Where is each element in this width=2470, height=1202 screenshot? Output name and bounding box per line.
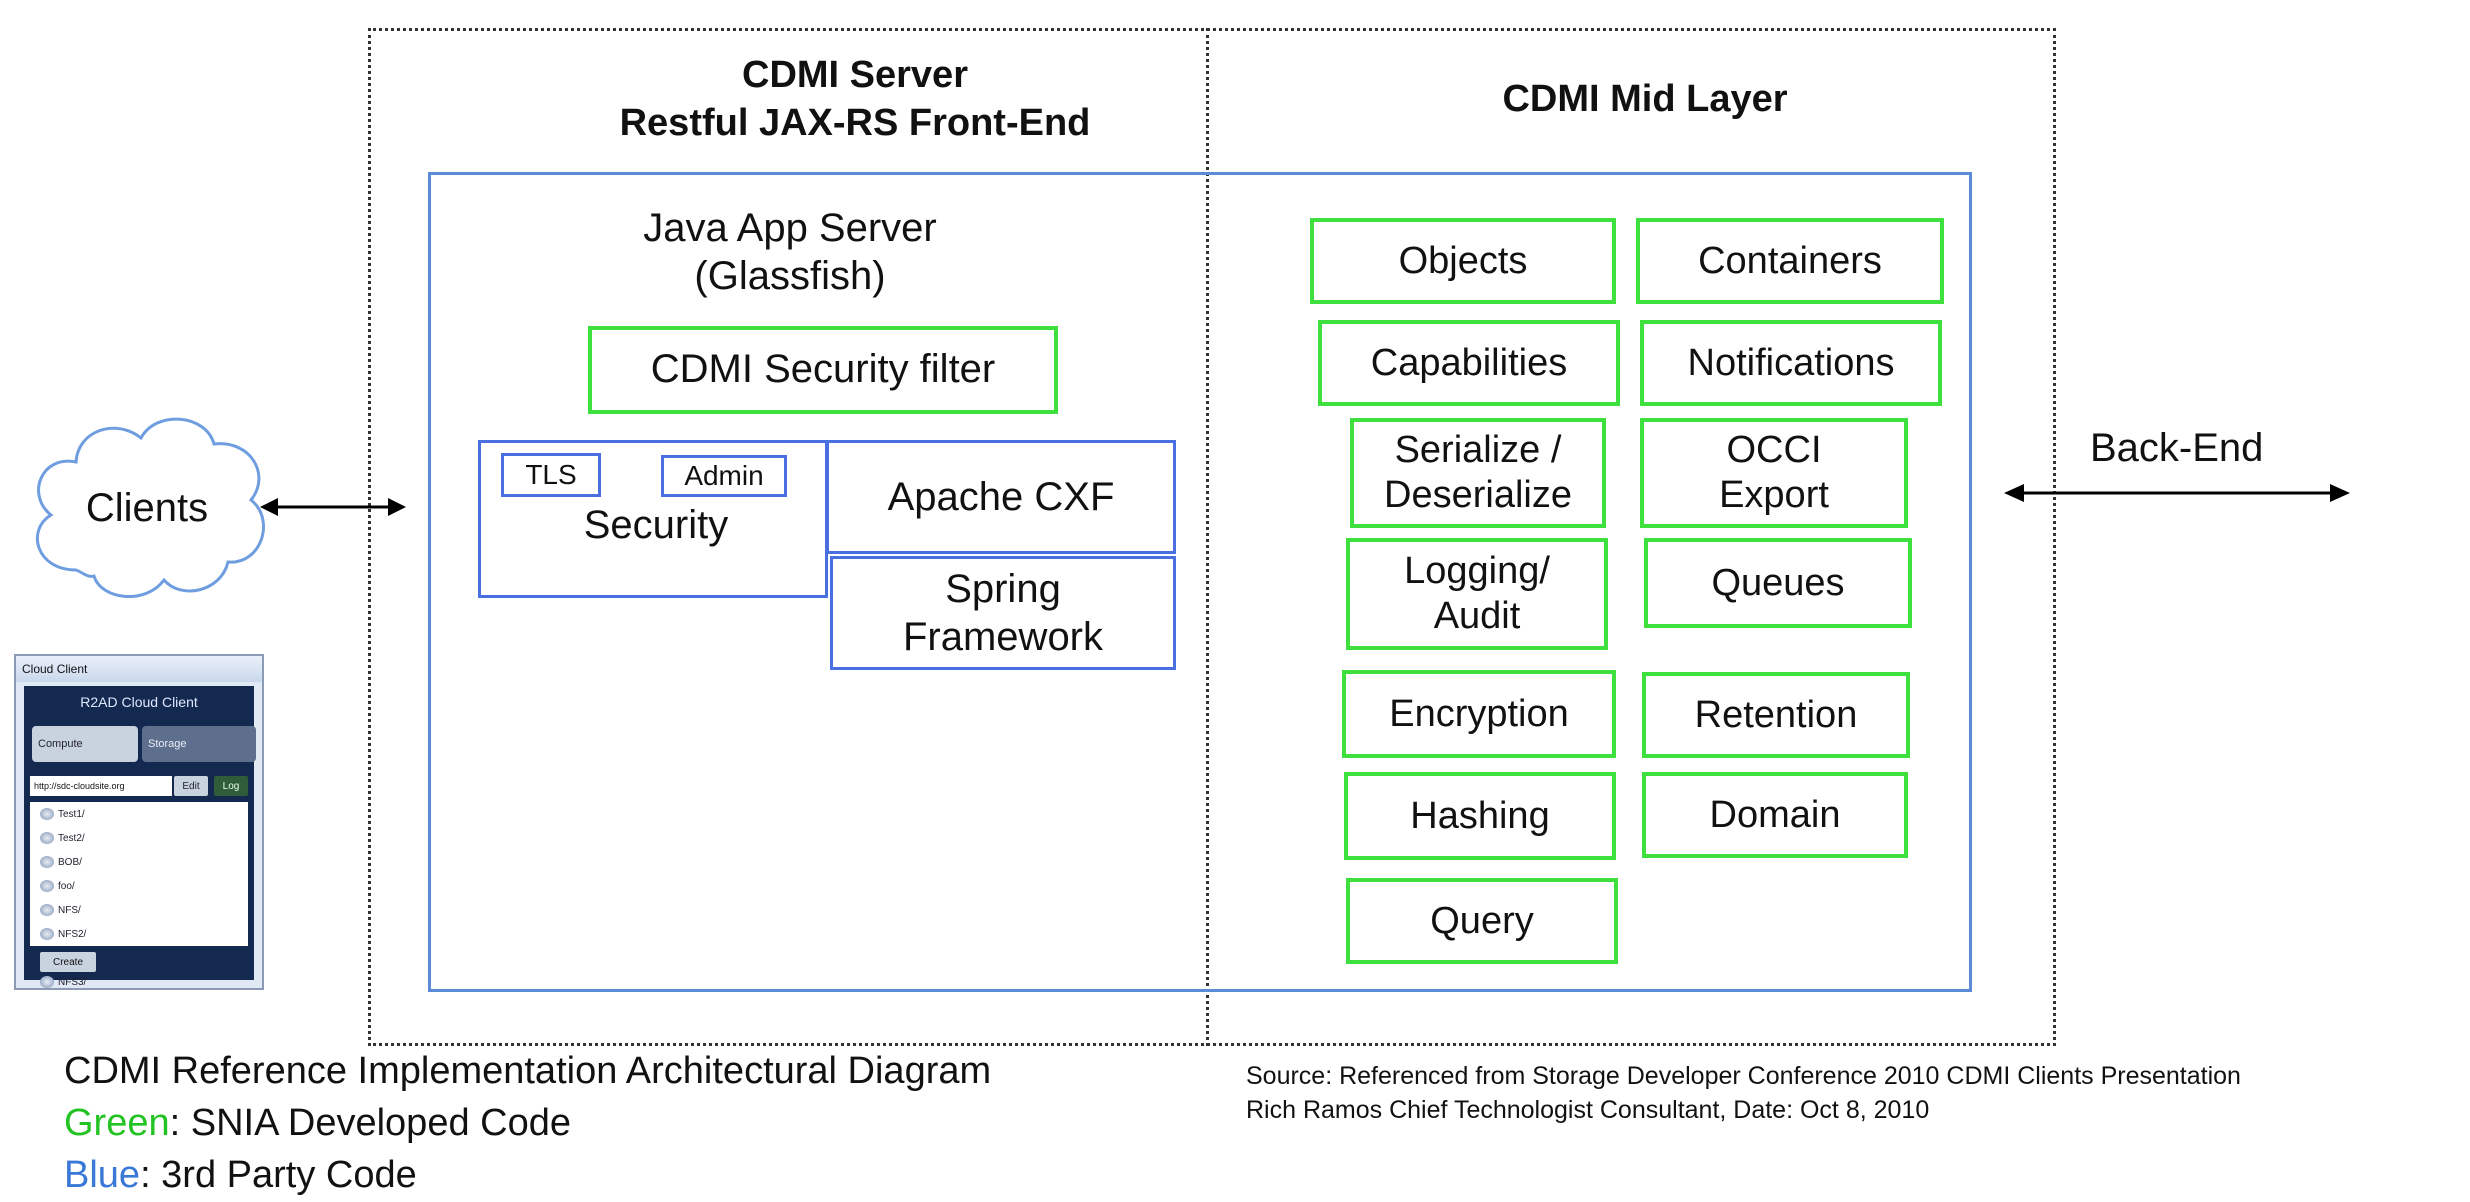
client-tabs: Compute Storage xyxy=(32,726,256,766)
serialize-line2: Deserialize xyxy=(1384,474,1572,516)
containers-label: Containers xyxy=(1698,239,1882,282)
java-app-server-label: Java App Server (Glassfish) xyxy=(560,204,1020,300)
encryption-label: Encryption xyxy=(1389,692,1569,735)
client-arrow-icon xyxy=(260,498,406,516)
spring-framework-box: Spring Framework xyxy=(830,556,1176,670)
cloud-icon xyxy=(35,417,265,599)
tab-storage[interactable]: Storage xyxy=(142,726,256,762)
capabilities-label: Capabilities xyxy=(1370,341,1568,384)
server-heading: CDMI Server Restful JAX-RS Front-End xyxy=(540,52,1170,147)
app-container-box xyxy=(428,172,1972,992)
queues-box: Queues xyxy=(1644,538,1912,628)
domain-label: Domain xyxy=(1709,793,1841,836)
query-box: Query xyxy=(1346,878,1618,964)
notifications-label: Notifications xyxy=(1687,341,1895,384)
legend-blue: Blue: 3rd Party Code xyxy=(64,1154,964,1197)
security-label: Security xyxy=(583,503,729,547)
legend-green-text: : SNIA Developed Code xyxy=(169,1102,571,1144)
list-item[interactable]: NFS2/ xyxy=(30,922,248,946)
objects-label: Objects xyxy=(1398,239,1528,282)
client-app-panel: R2AD Cloud Client Compute Storage http:/… xyxy=(24,686,256,988)
layer-divider xyxy=(1206,28,1209,1046)
domain-box: Domain xyxy=(1642,772,1908,858)
source-line1: Source: Referenced from Storage Develope… xyxy=(1246,1062,2241,1090)
apache-cxf-label: Apache CXF xyxy=(887,475,1115,519)
retention-label: Retention xyxy=(1694,693,1858,736)
hashing-label: Hashing xyxy=(1410,794,1550,837)
containers-box: Containers xyxy=(1636,218,1944,304)
tab-compute[interactable]: Compute xyxy=(32,726,138,762)
serialize-line1: Serialize / xyxy=(1394,429,1562,472)
tls-box: TLS xyxy=(501,453,601,497)
legend-green: Green: SNIA Developed Code xyxy=(64,1102,964,1145)
list-item[interactable]: NFS3/ xyxy=(30,970,248,994)
logging-audit-box: Logging/ Audit xyxy=(1346,538,1608,650)
window-title: Cloud Client xyxy=(22,662,88,676)
queues-label: Queues xyxy=(1711,561,1845,604)
list-item[interactable]: Test2/ xyxy=(30,826,248,850)
list-item[interactable]: foo/ xyxy=(30,874,248,898)
server-title-line1: CDMI Server xyxy=(742,54,968,96)
container-list: Test1/ Test2/ BOB/ foo/ NFS/ NFS2/ null/… xyxy=(30,802,248,988)
serialize-box: Serialize / Deserialize xyxy=(1350,418,1606,528)
create-button[interactable]: Create xyxy=(40,952,96,972)
client-app-title: R2AD Cloud Client xyxy=(80,694,198,710)
edit-button[interactable]: Edit xyxy=(174,776,208,796)
mid-layer-heading: CDMI Mid Layer xyxy=(1502,78,1788,120)
list-item[interactable]: Test1/ xyxy=(30,802,248,826)
retention-box: Retention xyxy=(1642,672,1910,758)
list-item[interactable]: BOB/ xyxy=(30,850,248,874)
logging-line2: Audit xyxy=(1433,595,1521,637)
backend-arrow-icon xyxy=(2004,484,2350,502)
security-box: TLS Admin Security xyxy=(478,440,828,598)
outer-frame xyxy=(368,28,2056,1046)
window-titlebar: Cloud Client xyxy=(16,656,262,682)
clients-label: Clients xyxy=(85,486,209,530)
diagram-title: CDMI Reference Implementation Architectu… xyxy=(64,1050,992,1092)
admin-label: Admin xyxy=(684,460,764,491)
admin-box: Admin xyxy=(661,455,787,497)
java-app-server-line1: Java App Server xyxy=(643,206,937,250)
objects-box: Objects xyxy=(1310,218,1616,304)
encryption-box: Encryption xyxy=(1342,670,1616,758)
tab-compute-label: Compute xyxy=(38,738,83,750)
cloud-client-window: Cloud Client R2AD Cloud Client Compute S… xyxy=(14,654,264,990)
occi-export-box: OCCI Export xyxy=(1640,418,1908,528)
notifications-box: Notifications xyxy=(1640,320,1942,406)
source-note: Source: Referenced from Storage Develope… xyxy=(1246,1060,2466,1128)
log-button[interactable]: Log xyxy=(214,776,248,796)
spring-line2: Framework xyxy=(902,615,1104,659)
tls-label: TLS xyxy=(525,459,577,490)
apache-cxf-box: Apache CXF xyxy=(826,440,1176,554)
legend-green-key: Green xyxy=(64,1102,170,1144)
capabilities-box: Capabilities xyxy=(1318,320,1620,406)
server-title-line2: Restful JAX-RS Front-End xyxy=(619,101,1091,144)
spring-line1: Spring xyxy=(945,567,1061,611)
tab-storage-label: Storage xyxy=(148,738,187,750)
security-filter-box: CDMI Security filter xyxy=(588,326,1058,414)
occi-line1: OCCI xyxy=(1726,429,1822,472)
url-field[interactable]: http://sdc-cloudsite.org xyxy=(30,776,172,796)
java-app-server-line2: (Glassfish) xyxy=(694,254,886,298)
back-end-label: Back-End xyxy=(2090,426,2264,470)
legend-blue-key: Blue xyxy=(64,1154,141,1196)
legend-blue-text: : 3rd Party Code xyxy=(140,1154,417,1196)
query-label: Query xyxy=(1430,899,1534,942)
security-filter-label: CDMI Security filter xyxy=(650,347,996,392)
source-line2: Rich Ramos Chief Technologist Consultant… xyxy=(1246,1095,1930,1124)
logging-line1: Logging/ xyxy=(1404,550,1550,593)
occi-line2: Export xyxy=(1719,474,1829,516)
hashing-box: Hashing xyxy=(1344,772,1616,860)
list-item[interactable]: NFS/ xyxy=(30,898,248,922)
